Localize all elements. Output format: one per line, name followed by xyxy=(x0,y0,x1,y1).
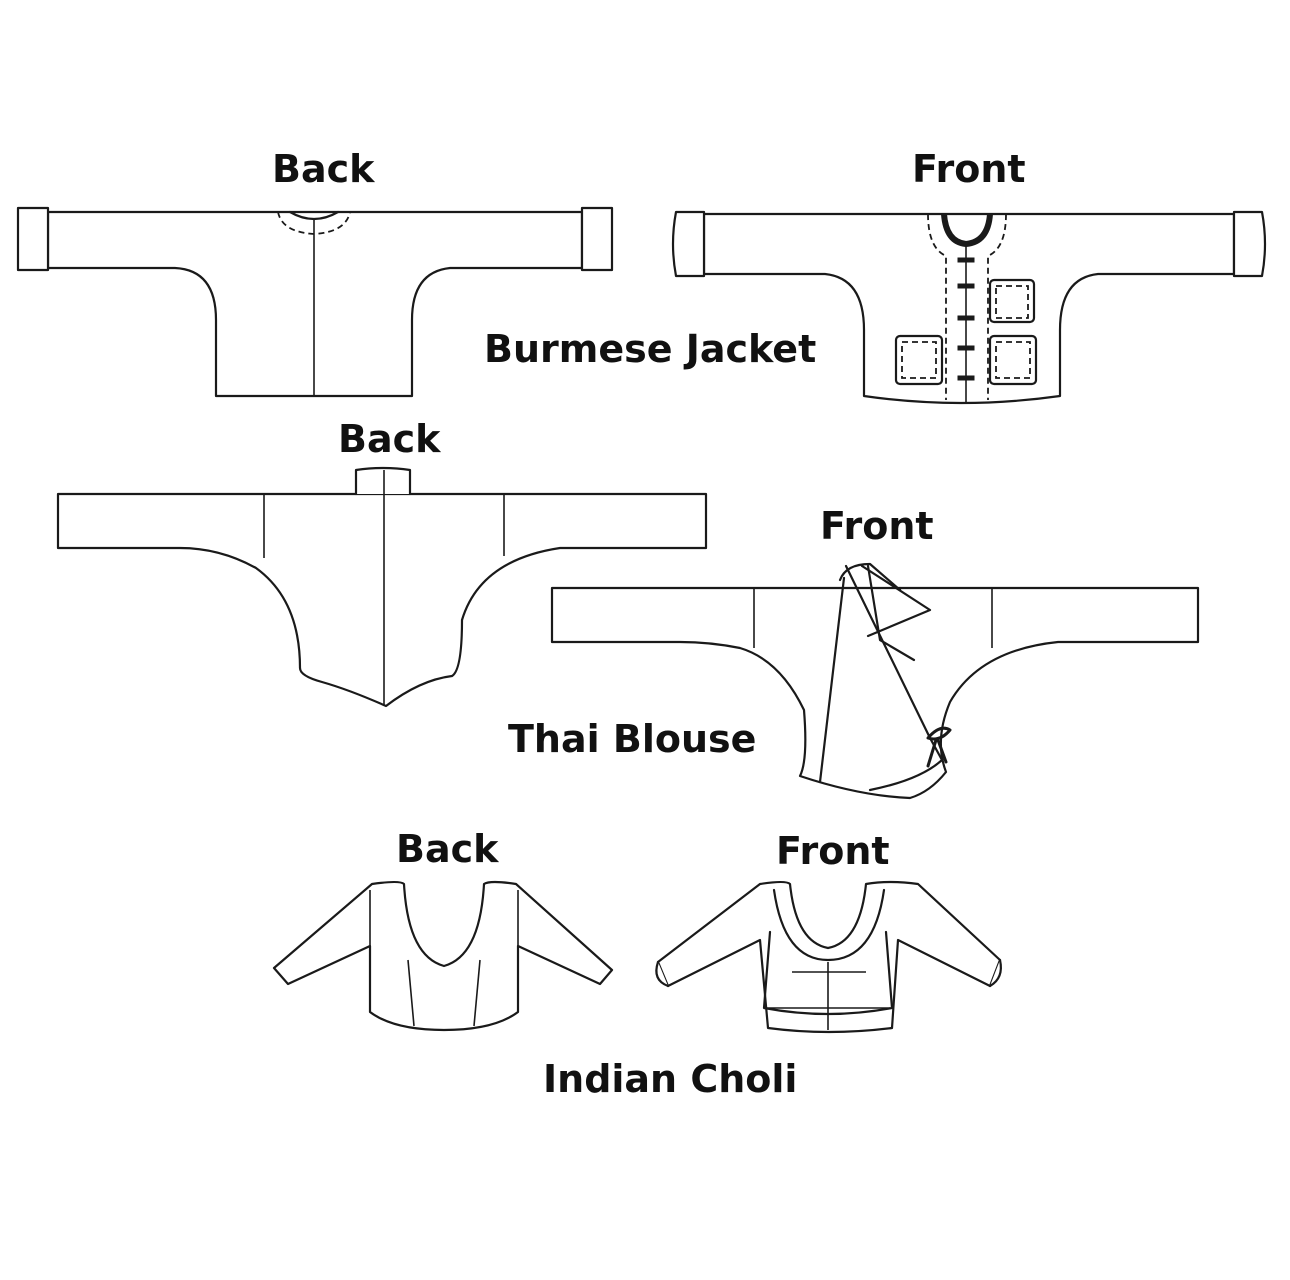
frog-closures xyxy=(957,257,975,381)
pockets xyxy=(894,278,1038,386)
burmese-front-label: Front xyxy=(912,147,1026,191)
indian-choli-front-drawing xyxy=(655,880,1002,1034)
thai-blouse-front-drawing xyxy=(550,562,1200,800)
thai-back-label: Back xyxy=(338,417,441,461)
indian-choli-back-drawing xyxy=(272,880,614,1032)
burmese-back-label: Back xyxy=(272,147,375,191)
burmese-jacket-title: Burmese Jacket xyxy=(484,327,817,371)
thai-blouse-back-drawing xyxy=(56,466,708,708)
burmese-jacket-front-drawing xyxy=(671,210,1267,405)
choli-front-label: Front xyxy=(776,829,890,873)
indian-choli-title: Indian Choli xyxy=(543,1057,798,1101)
tie-closure xyxy=(926,726,952,768)
choli-back-label: Back xyxy=(396,827,499,871)
burmese-jacket-back-drawing xyxy=(16,206,614,398)
thai-blouse-title: Thai Blouse xyxy=(508,717,757,761)
thai-front-label: Front xyxy=(820,504,934,548)
